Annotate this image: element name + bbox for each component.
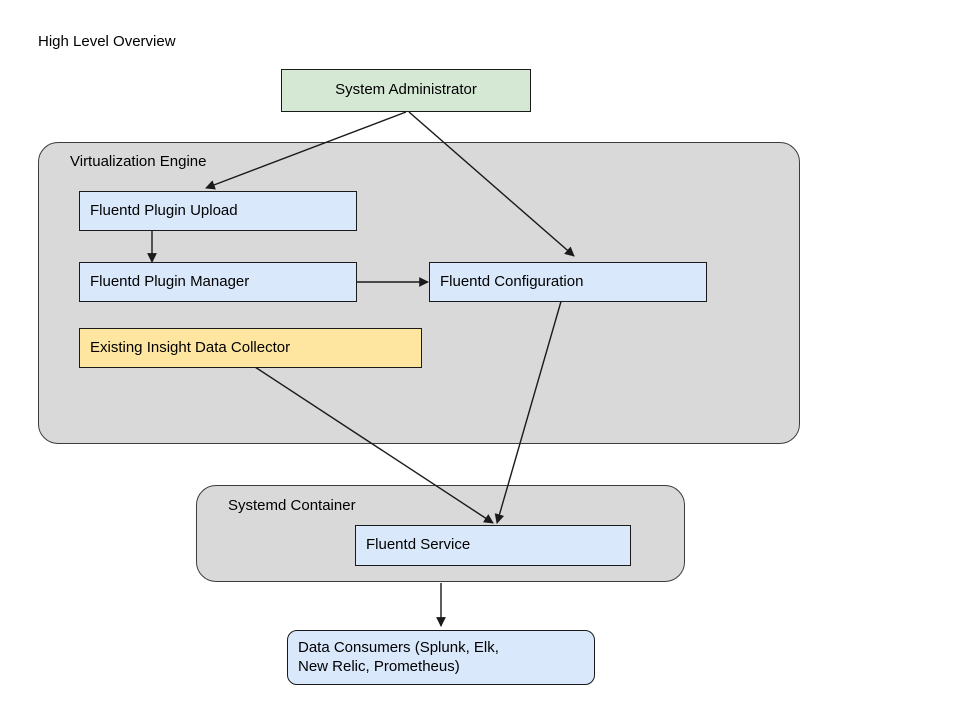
- node-fluentd-plugin-manager[interactable]: Fluentd Plugin Manager: [79, 262, 357, 302]
- node-data-consumers[interactable]: Data Consumers (Splunk, Elk, New Relic, …: [287, 630, 595, 685]
- node-fluentd-configuration[interactable]: Fluentd Configuration: [429, 262, 707, 302]
- group-label-virtualization-engine: Virtualization Engine: [70, 153, 207, 170]
- node-existing-insight-data-collector[interactable]: Existing Insight Data Collector: [79, 328, 422, 368]
- node-system-administrator[interactable]: System Administrator: [281, 69, 531, 112]
- node-fluentd-plugin-upload[interactable]: Fluentd Plugin Upload: [79, 191, 357, 231]
- page-title: High Level Overview: [38, 33, 176, 50]
- group-label-systemd-container: Systemd Container: [228, 497, 356, 514]
- node-fluentd-service[interactable]: Fluentd Service: [355, 525, 631, 566]
